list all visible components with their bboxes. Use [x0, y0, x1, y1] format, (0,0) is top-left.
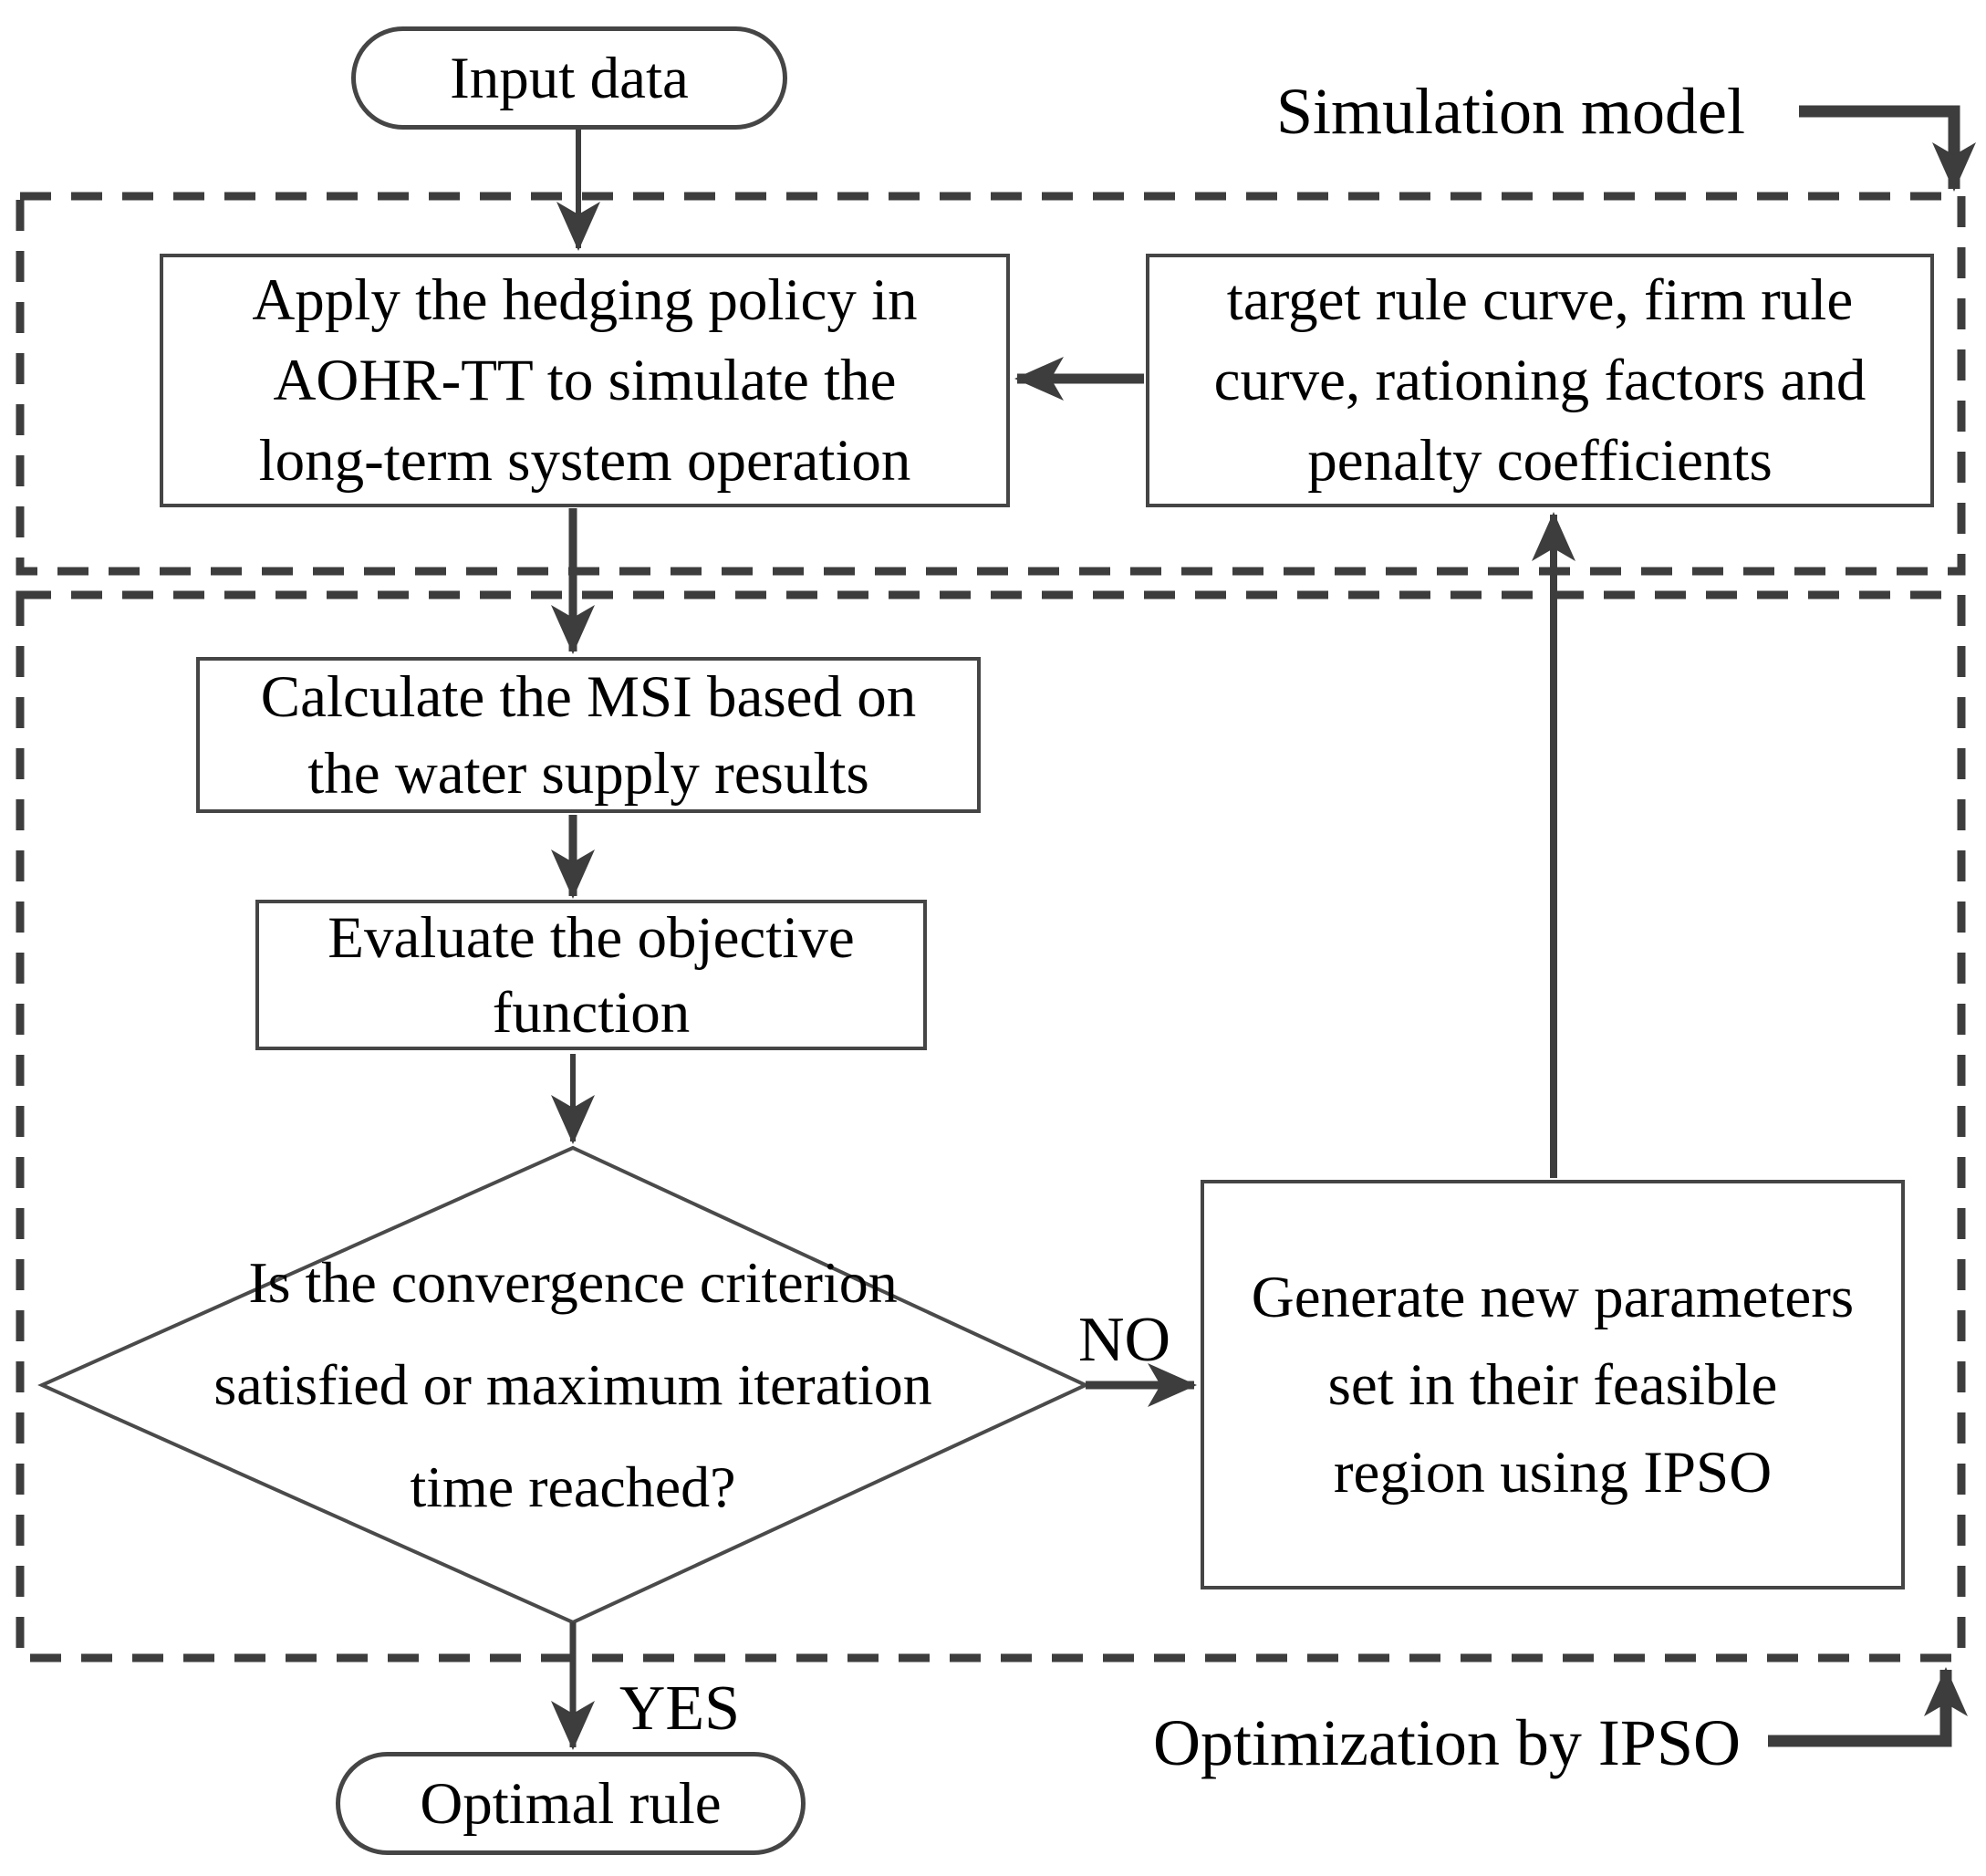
calculate-msi-line: the water supply results	[307, 740, 869, 807]
rule-parameters-line: curve, rationing factors and	[1213, 348, 1866, 413]
optimal-rule-label: Optimal rule	[420, 1770, 722, 1837]
decision-line: Is the convergence criterion	[248, 1250, 898, 1315]
simulation-model-label: Simulation model	[1276, 75, 1745, 148]
evaluate-objective-line: Evaluate the objective	[328, 904, 855, 971]
arrow-simulation-model	[1799, 105, 1976, 192]
calculate-msi-node: Calculate the MSI based on the water sup…	[196, 657, 981, 813]
no-branch-label: NO	[1077, 1305, 1171, 1375]
generate-parameters-node: Generate new parameters set in their fea…	[1201, 1180, 1905, 1589]
decision-line: satisfied or maximum iteration	[213, 1352, 932, 1417]
optimal-rule-node: Optimal rule	[336, 1752, 806, 1855]
calculate-msi-line: Calculate the MSI based on	[260, 663, 917, 730]
decision-line: time reached?	[410, 1454, 736, 1519]
optimization-ipso-label: Optimization by IPSO	[1153, 1706, 1741, 1779]
rule-parameters-node: target rule curve, firm rule curve, rati…	[1146, 254, 1934, 507]
optimization-region	[16, 590, 1966, 1662]
rule-parameters-line: target rule curve, firm rule	[1226, 267, 1854, 333]
evaluate-objective-line: function	[492, 979, 691, 1046]
apply-hedging-line: long-term system operation	[258, 428, 911, 494]
evaluate-objective-node: Evaluate the objective function	[255, 900, 927, 1050]
input-data-node: Input data	[351, 26, 787, 130]
input-data-label: Input data	[450, 45, 689, 111]
decision-diamond-text: Is the convergence criterion satisfied o…	[71, 1232, 1075, 1538]
yes-branch-label: YES	[619, 1673, 741, 1744]
generate-parameters-line: region using IPSO	[1333, 1439, 1773, 1506]
apply-hedging-line: AOHR-TT to simulate the	[273, 348, 897, 413]
rule-parameters-line: penalty coefficients	[1307, 428, 1773, 494]
apply-hedging-line: Apply the hedging policy in	[252, 267, 918, 333]
simulation-model-region	[16, 192, 1966, 576]
arrow-optimization-to-region	[1768, 1667, 1968, 1747]
apply-hedging-node: Apply the hedging policy in AOHR-TT to s…	[160, 254, 1010, 507]
generate-parameters-line: set in their feasible	[1327, 1351, 1778, 1418]
generate-parameters-line: Generate new parameters	[1251, 1264, 1855, 1330]
